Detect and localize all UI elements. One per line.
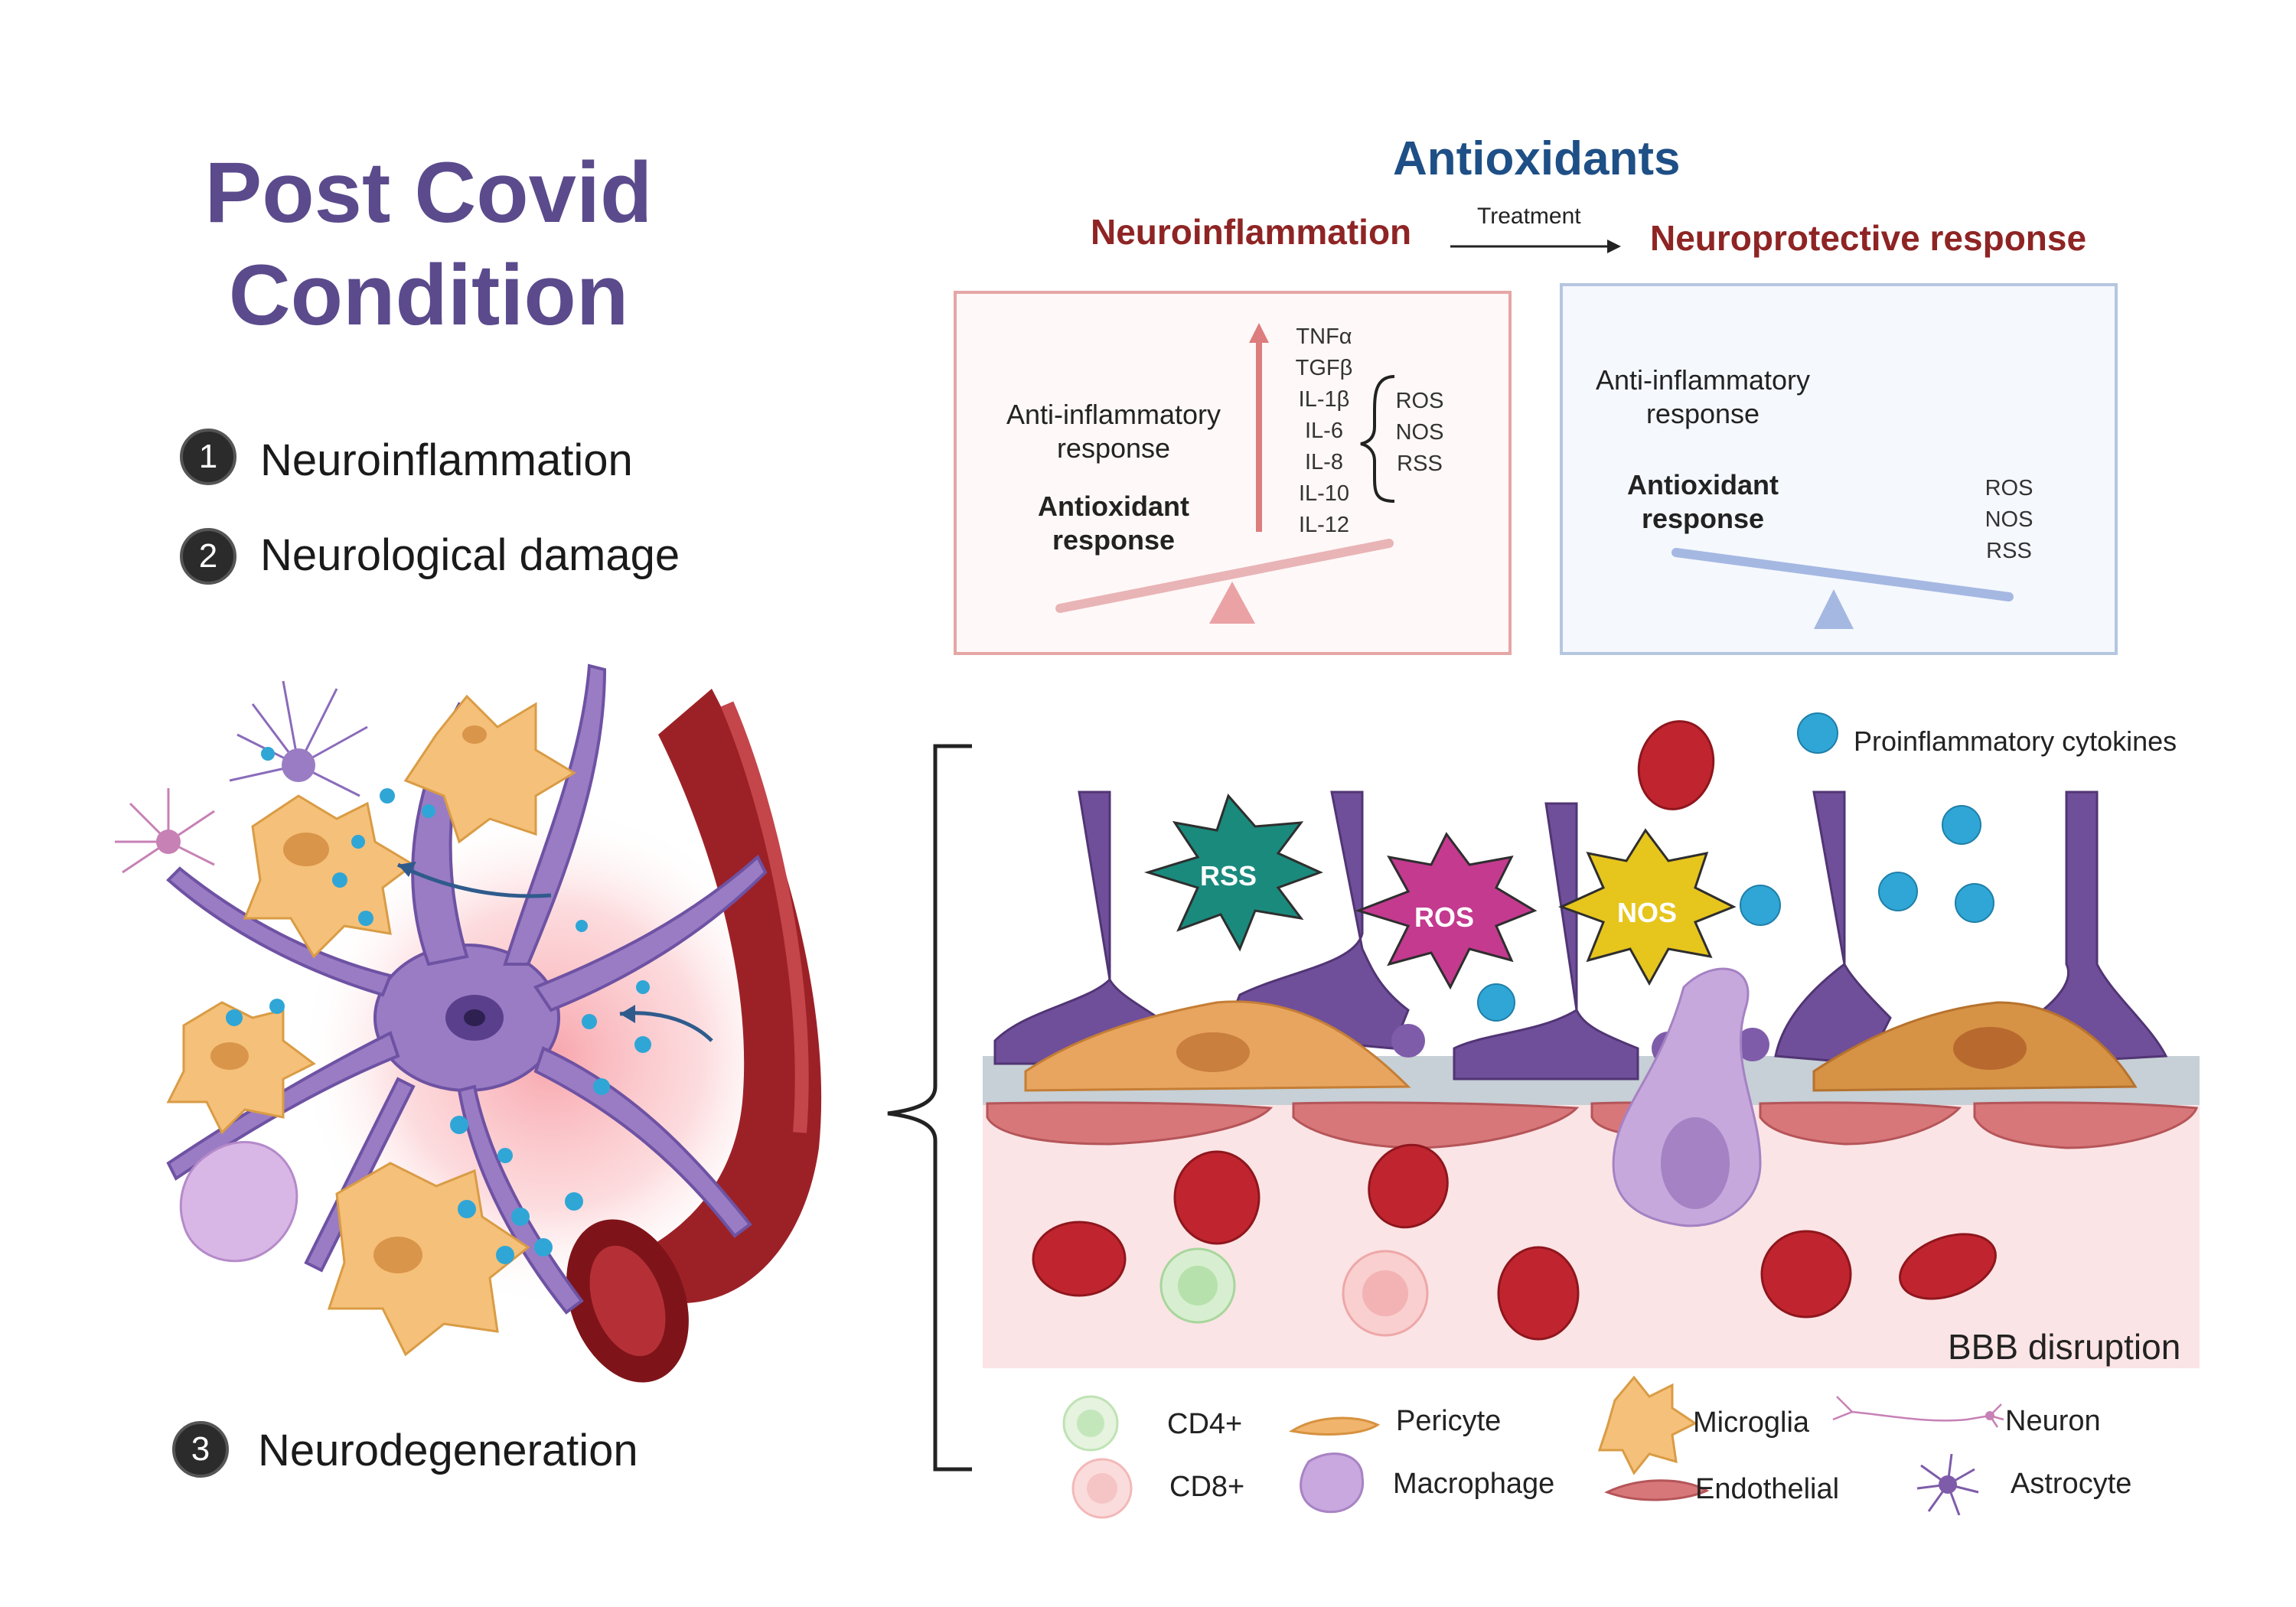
astrocyte-icon (115, 788, 215, 874)
legend-microglia-label: Microglia (1693, 1407, 1810, 1439)
rss-badge-label: RSS (1200, 860, 1257, 892)
blood-lumen (983, 1099, 2200, 1368)
bbb-disruption-label: BBB disruption (1948, 1327, 2181, 1367)
microglia-icon (327, 1162, 530, 1357)
cytokine-list: TNFα TGFβ IL-1β IL-6 IL-8 IL-10 IL-12 (1286, 321, 1362, 541)
step-2-badge: 2 (180, 528, 236, 585)
step-3-badge: 3 (172, 1421, 229, 1478)
cytokine-item: TNFα (1296, 324, 1352, 349)
neuron-legend-icon (1832, 1396, 2004, 1428)
cytokine-item: TGFβ (1295, 356, 1353, 380)
astrocyte-legend-icon (1916, 1453, 1979, 1516)
ros-burst-icon (1355, 832, 1538, 990)
endothelial-icon (986, 1101, 1274, 1146)
endothelial-icon (1973, 1101, 2199, 1149)
legend-endothelial-label: Endothelial (1695, 1473, 1840, 1505)
nos-badge-label: NOS (1617, 897, 1678, 928)
microglia-icon (403, 694, 576, 844)
species-item: RSS (1986, 539, 2032, 563)
nos-burst-icon (1558, 828, 1737, 986)
legend-pericyte-label: Pericyte (1396, 1405, 1502, 1437)
rss-burst-icon (1143, 794, 1323, 952)
legend-neuron-label: Neuron (2005, 1405, 2101, 1437)
astrocyte-icon (229, 680, 368, 797)
step-2-label: Neurological damage (260, 530, 680, 580)
endothelial-icon (1292, 1101, 1580, 1149)
macrophage-icon (179, 1141, 298, 1263)
legend-astrocyte-label: Astrocyte (2011, 1468, 2132, 1500)
page-title: Post Covid Condition (191, 142, 666, 347)
cytokine-legend-label: Proinflammatory cytokines (1854, 725, 2177, 757)
neuroprotective-box (1560, 283, 2118, 655)
left-antioxidant-label: Antioxidant response (1038, 491, 1189, 556)
antioxidants-title: Antioxidants (1393, 132, 1681, 185)
treatment-label: Treatment (1477, 204, 1581, 229)
cytokine-item: IL-6 (1305, 419, 1343, 443)
species-item: ROS (1395, 389, 1444, 413)
right-antioxidant-label: Antioxidant response (1627, 469, 1779, 534)
right-species-list: ROS NOS RSS (1978, 473, 2040, 567)
title-line-1: Post Covid (204, 145, 653, 240)
left-species-list: ROS NOS RSS (1389, 386, 1450, 480)
neuro-cluster-illustration (115, 663, 822, 1383)
microglia-legend-icon (1597, 1375, 1698, 1475)
step-3-label: Neurodegeneration (258, 1426, 638, 1475)
right-anti-inflammatory-label: Anti-inflammatory response (1595, 364, 1811, 429)
ros-badge-label: ROS (1414, 901, 1475, 933)
red-blood-cell-icon (1032, 720, 1997, 1341)
macrophage-legend-icon (1300, 1452, 1365, 1514)
microglia-icon (166, 1001, 316, 1135)
neuroprotective-heading: Neuroprotective response (1650, 218, 2087, 258)
left-anti-inflammatory-label: Anti-inflammatory response (1006, 399, 1221, 464)
cytokine-item: IL-10 (1298, 481, 1350, 506)
cytokine-item: IL-12 (1298, 513, 1350, 537)
species-item: ROS (1985, 476, 2033, 500)
species-item: NOS (1395, 420, 1444, 445)
neuroinflammation-heading: Neuroinflammation (1091, 212, 1412, 252)
bracket-icon (887, 744, 972, 1472)
legend-macrophage-label: Macrophage (1393, 1468, 1555, 1500)
step-1-label: Neuroinflammation (260, 435, 633, 485)
species-item: NOS (1985, 507, 2033, 532)
legend-cd8-label: CD8+ (1169, 1471, 1245, 1503)
cytokine-item: IL-1β (1298, 387, 1350, 412)
pericyte-legend-icon (1288, 1416, 1381, 1436)
title-line-2: Condition (228, 247, 629, 343)
endothelial-legend-icon (1604, 1479, 1710, 1501)
legend-cd4-label: CD4+ (1167, 1408, 1243, 1440)
species-item: RSS (1397, 451, 1443, 476)
cytokine-item: IL-8 (1305, 450, 1343, 474)
step-1-badge: 1 (180, 429, 236, 485)
endothelial-icon (1759, 1101, 1962, 1146)
